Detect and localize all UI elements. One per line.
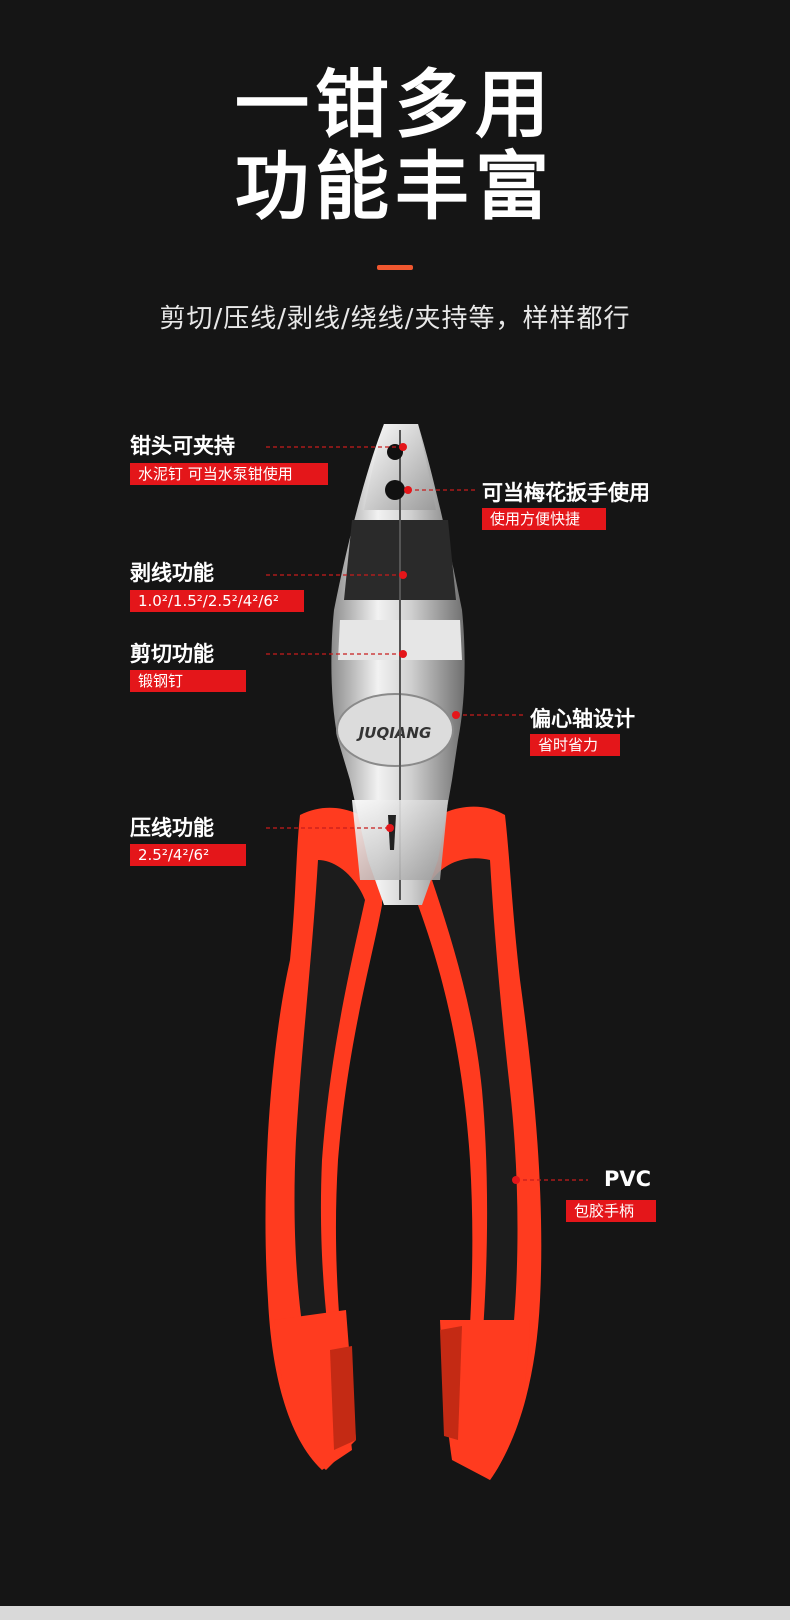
- pliers-head: JUQIANG: [331, 424, 465, 905]
- bottom-strip: [0, 1606, 790, 1620]
- feature-eccentric-axis-title: 偏心轴设计: [530, 707, 635, 731]
- right-handle: [418, 806, 542, 1480]
- callout-lines: [266, 446, 588, 1181]
- callout-dots: [386, 443, 520, 1184]
- feature-summary: 剪切/压线/剥线/绕线/夹持等，样样都行: [159, 304, 631, 334]
- headline-line-2: 功能丰富: [235, 144, 555, 230]
- brand-logo: JUQIANG: [356, 724, 432, 742]
- feature-stripping-badge: 1.0²/1.5²/2.5²/4²/6²: [130, 590, 304, 612]
- feature-wrench-badge: 使用方便快捷: [482, 508, 606, 530]
- feature-eccentric-axis-badge: 省时省力: [530, 734, 620, 756]
- headline-line-1: 一钳多用: [235, 62, 555, 148]
- feature-gripping-badge: 水泥钉 可当水泵钳使用: [130, 463, 328, 485]
- feature-crimping-title: 压线功能: [130, 816, 214, 840]
- feature-cutting-title: 剪切功能: [130, 642, 214, 666]
- feature-handle-title: PVC: [604, 1167, 652, 1191]
- accent-divider: [377, 265, 413, 270]
- feature-gripping-title: 钳头可夹持: [130, 434, 235, 458]
- feature-crimping-badge: 2.5²/4²/6²: [130, 844, 246, 866]
- feature-stripping-title: 剥线功能: [130, 561, 214, 585]
- left-handle: [265, 807, 382, 1470]
- feature-cutting-badge: 锻钢钉: [130, 670, 246, 692]
- feature-wrench-title: 可当梅花扳手使用: [482, 481, 650, 505]
- feature-handle-badge: 包胶手柄: [566, 1200, 656, 1222]
